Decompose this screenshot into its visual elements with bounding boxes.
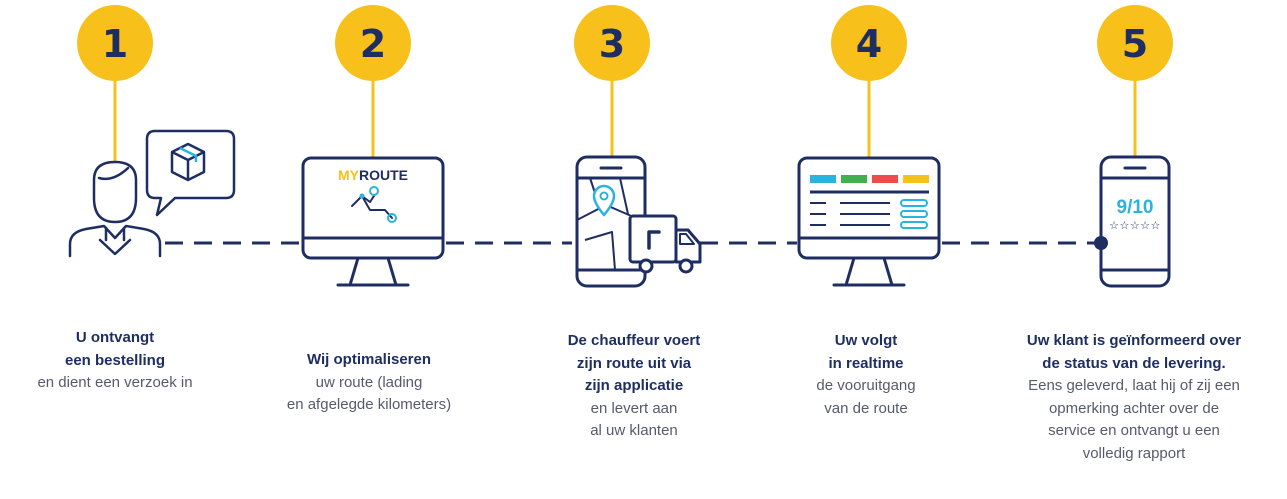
caption-line: service en ontvangt u een [1048, 422, 1220, 439]
caption-bold-line: zijn route uit via [576, 354, 692, 372]
rating-score: 9/10 [1117, 197, 1154, 218]
svg-text:4: 4 [856, 22, 882, 66]
caption-bold-line: De chauffeur voert [567, 332, 701, 349]
delivery-truck-icon [628, 214, 702, 274]
caption-bold-line: Wij optimaliseren [306, 351, 432, 368]
caption-line: en levert aan [590, 399, 678, 417]
step-badge-3: 3 [574, 5, 650, 81]
caption-line: uw route (lading [315, 373, 423, 391]
caption-bold-line: een bestelling [64, 351, 166, 369]
svg-text:MYROUTE: MYROUTE [338, 167, 408, 183]
rating-stars: ☆☆☆☆☆ [1109, 219, 1161, 232]
svg-text:2: 2 [360, 22, 386, 66]
caption-bold-line: U ontvangt [75, 329, 155, 346]
step-caption-1: U ontvangt een bestelling en dient een v… [0, 327, 265, 395]
svg-text:1: 1 [102, 22, 128, 66]
caption-line: Eens geleverd, laat hij of zij een [1028, 377, 1240, 394]
endpoint-dot [1094, 236, 1108, 250]
caption-line: opmerking achter over de [1048, 399, 1220, 417]
caption-line: van de route [824, 399, 908, 417]
caption-bold-line: Uw volgt [834, 332, 898, 349]
step-caption-4: Uw volgt in realtime de vooruitgang van … [716, 330, 1016, 420]
monitor-dashboard-icon [797, 156, 941, 287]
phone-rating-icon: 9/10 ☆☆☆☆☆ [1094, 155, 1171, 288]
route-path-icon [351, 186, 397, 223]
step-badge-5: 5 [1097, 5, 1173, 81]
step-badge-2: 2 [335, 5, 411, 81]
caption-line: al uw klanten [590, 422, 678, 439]
caption-bold-line: Uw klant is geïnformeerd over [1026, 332, 1242, 349]
person-icon [68, 160, 162, 258]
step-caption-2: Wij optimaliseren uw route (lading en af… [219, 349, 519, 417]
brand-route: ROUTE [359, 167, 408, 183]
brand-my: MY [338, 167, 360, 183]
caption-bold-line: de status van de levering. [1042, 354, 1226, 372]
speech-bubble-box-icon [145, 129, 236, 217]
monitor-route-icon: MYROUTE [301, 156, 445, 287]
step-badge-1: 1 [77, 5, 153, 81]
svg-text:5: 5 [1122, 22, 1148, 66]
svg-text:3: 3 [599, 22, 625, 66]
step-badge-4: 4 [831, 5, 907, 81]
badge-connectors [113, 78, 1137, 168]
caption-line: de vooruitgang [816, 377, 916, 394]
phone-map-icon [575, 155, 647, 288]
caption-line: en afgelegde kilometers) [286, 396, 452, 413]
caption-line: volledig rapport [1082, 444, 1186, 462]
caption-bold-line: in realtime [828, 354, 904, 372]
caption-bold-line: zijn applicatie [584, 377, 684, 394]
step-caption-3: De chauffeur voert zijn route uit via zi… [484, 330, 784, 443]
step-caption-5: Uw klant is geïnformeerd over de status … [984, 330, 1284, 465]
caption-line: en dient een verzoek in [37, 374, 193, 391]
